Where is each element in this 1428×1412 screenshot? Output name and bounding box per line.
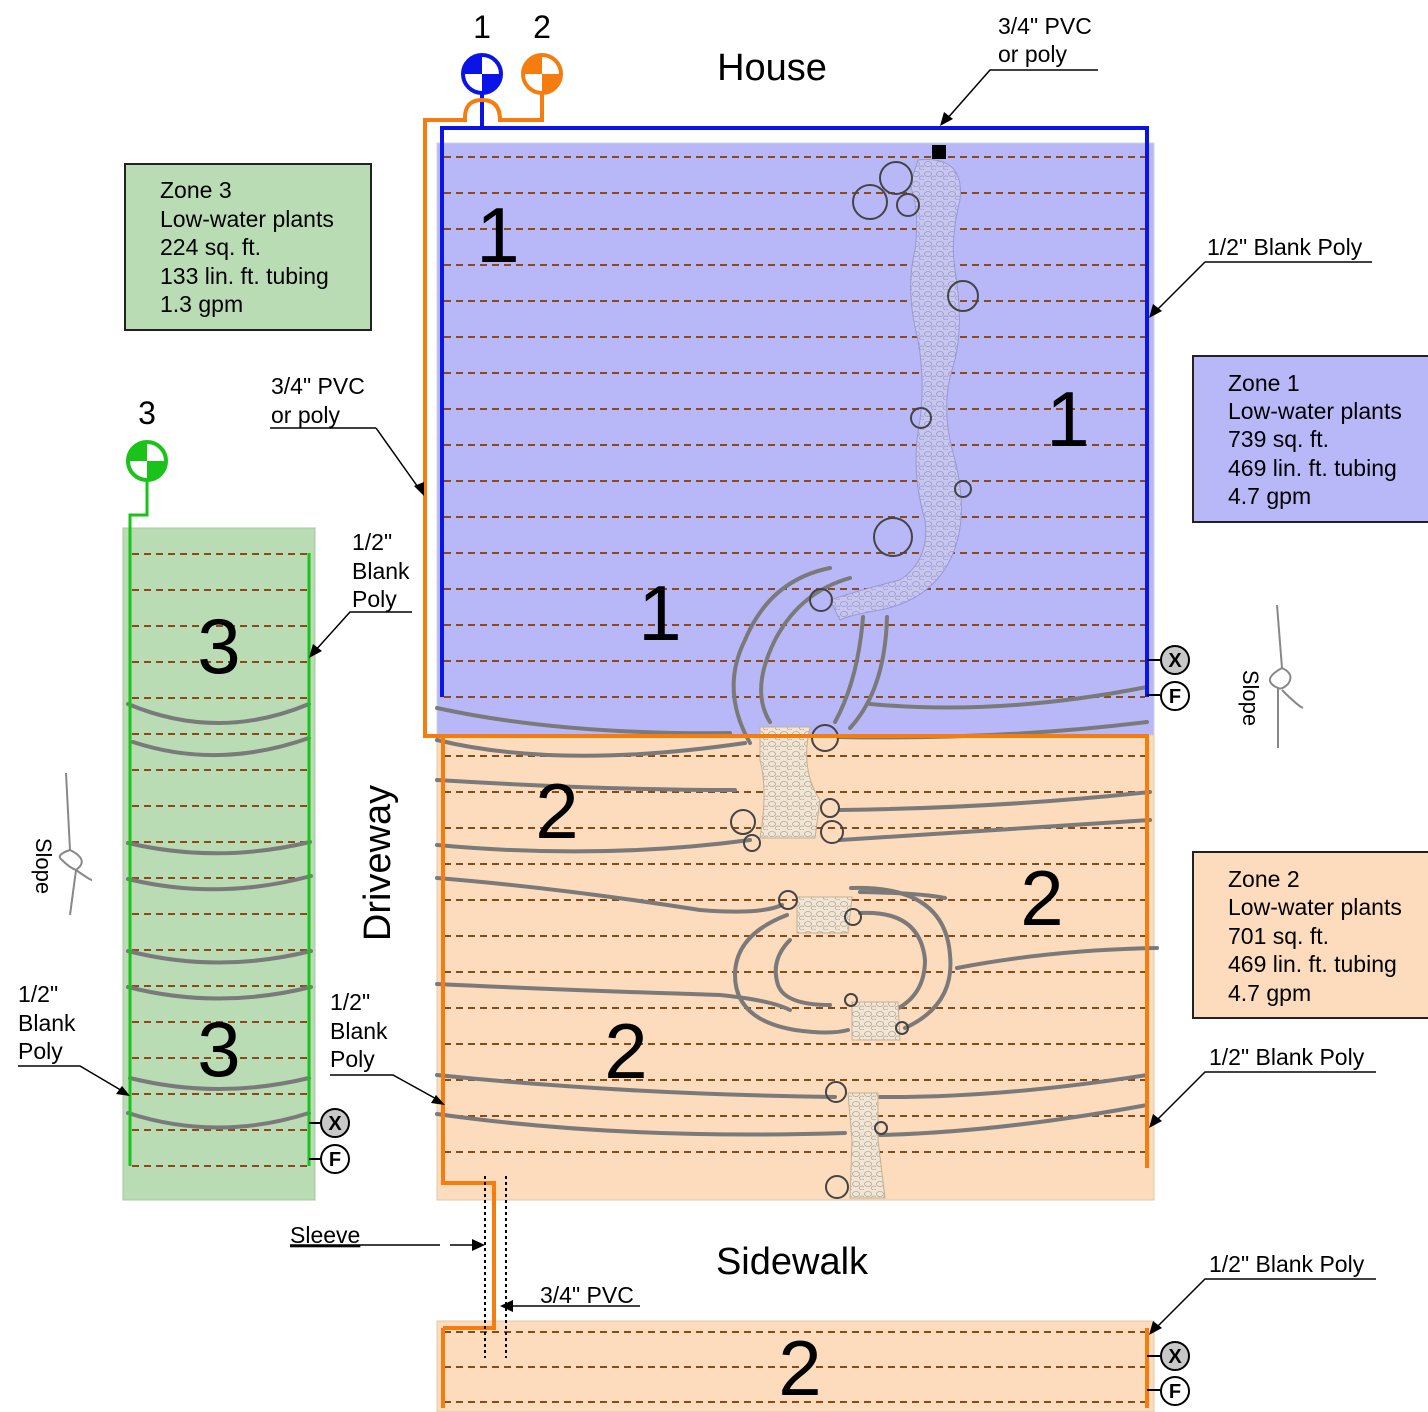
flush-f-marker-zone1: F: [1169, 686, 1181, 708]
zone2-plants: Low-water plants: [1228, 894, 1402, 920]
blank-poly-zone3-line1: 1/2": [18, 981, 58, 1007]
rock-path-zone1: [829, 159, 962, 621]
pvc-left-label-line1: 3/4" PVC: [271, 373, 365, 399]
flush-x-marker-zone2: X: [1168, 1346, 1182, 1368]
flush-markers: [309, 645, 1190, 1406]
zone2-flow: 4.7 gpm: [1228, 980, 1311, 1006]
blank-poly-mid-line2: Blank: [352, 558, 410, 584]
blank-poly-right-sidewalk: 1/2" Blank Poly: [1209, 1251, 1365, 1277]
zone3-plants: Low-water plants: [160, 206, 334, 232]
blank-poly-right-zone2: 1/2" Blank Poly: [1209, 1044, 1365, 1070]
blank-poly-driveway-line3: Poly: [330, 1046, 375, 1072]
pvc-left-label-line2: or poly: [271, 402, 341, 428]
zone3-flow: 1.3 gpm: [160, 291, 243, 317]
zone1-flow: 4.7 gpm: [1228, 483, 1311, 509]
zone1-number-b: 1: [1046, 375, 1089, 463]
valve-3-number: 3: [138, 395, 156, 431]
valve-1-number: 1: [473, 9, 491, 45]
blank-poly-mid-line1: 1/2": [352, 529, 392, 555]
zone3-tubing: 133 lin. ft. tubing: [160, 263, 329, 289]
zone1-number-a: 1: [476, 191, 519, 279]
callout-leaders: [18, 69, 1376, 1330]
valve-1-icon: [461, 53, 503, 95]
slope-label-left: Slope: [31, 838, 56, 894]
zone1-title: Zone 1: [1228, 370, 1300, 396]
slope-symbol-left: [58, 772, 93, 916]
callout-arrowheads: [116, 112, 1162, 1335]
blank-poly-mid-line3: Poly: [352, 586, 397, 612]
valve-2-icon: [521, 53, 563, 95]
house-label: House: [717, 47, 827, 89]
zone2-number-d: 2: [778, 1324, 821, 1412]
sleeve-line: [484, 1176, 507, 1358]
sidewalk-label: Sidewalk: [716, 1241, 869, 1283]
zone2-area: 701 sq. ft.: [1228, 923, 1329, 949]
zone1-area: [436, 142, 1155, 736]
zone1-number-c: 1: [638, 569, 681, 657]
boulders: [730, 161, 979, 1199]
blank-poly-zone3-line2: Blank: [18, 1010, 76, 1036]
sleeve-label: Sleeve: [290, 1222, 360, 1248]
flush-x-marker-zone3: X: [328, 1113, 342, 1135]
zone1-plants: Low-water plants: [1228, 398, 1402, 424]
flush-x-marker-zone1: X: [1168, 650, 1182, 672]
zone1-info-box: Zone 1 Low-water plants 739 sq. ft. 469 …: [1192, 355, 1428, 523]
blank-poly-zone3-line3: Poly: [18, 1038, 63, 1064]
blank-poly-right-zone1: 1/2" Blank Poly: [1207, 234, 1363, 260]
zone3-number-b: 3: [197, 1005, 240, 1093]
contour-lines: [126, 566, 1159, 1137]
rock-path-zone2c: [851, 1001, 901, 1041]
pvc-bottom-label: 3/4" PVC: [540, 1282, 634, 1308]
blank-poly-driveway-line2: Blank: [330, 1018, 388, 1044]
pvc-top-label-line2: or poly: [998, 41, 1068, 67]
slope-symbol-right: [1269, 604, 1304, 748]
pvc-top-label-line1: 3/4" PVC: [998, 13, 1092, 39]
rock-path-zone2b: [796, 896, 853, 934]
supply-lines: [128, 93, 1149, 1408]
zone2-tubing: 469 lin. ft. tubing: [1228, 951, 1397, 977]
zone2-number-c: 2: [604, 1007, 647, 1095]
zone2-title: Zone 2: [1228, 866, 1300, 892]
zone2-number-a: 2: [535, 767, 578, 855]
zone3-number-a: 3: [197, 602, 240, 690]
driveway-label: Driveway: [357, 785, 399, 941]
zone1-area: 739 sq. ft.: [1228, 426, 1329, 452]
slope-label-right: Slope: [1238, 670, 1263, 726]
zone3-area: 224 sq. ft.: [160, 234, 261, 260]
blank-poly-driveway-line1: 1/2": [330, 989, 370, 1015]
rock-path-zone2a: [759, 726, 821, 839]
zone2-info-box: Zone 2 Low-water plants 701 sq. ft. 469 …: [1192, 851, 1428, 1019]
flush-f-marker-zone2: F: [1169, 1381, 1181, 1403]
zone1-tubing: 469 lin. ft. tubing: [1228, 455, 1397, 481]
zone2-number-b: 2: [1020, 854, 1063, 942]
valve-3-icon: [126, 440, 168, 482]
zone3-title: Zone 3: [160, 177, 232, 203]
valve-2-number: 2: [533, 9, 551, 45]
zone3-info-box: Zone 3 Low-water plants 224 sq. ft. 133 …: [124, 163, 372, 331]
zone1-end-cap: [932, 145, 946, 159]
flush-f-marker-zone3: F: [329, 1149, 341, 1171]
rock-path-zone2d: [847, 1092, 886, 1199]
